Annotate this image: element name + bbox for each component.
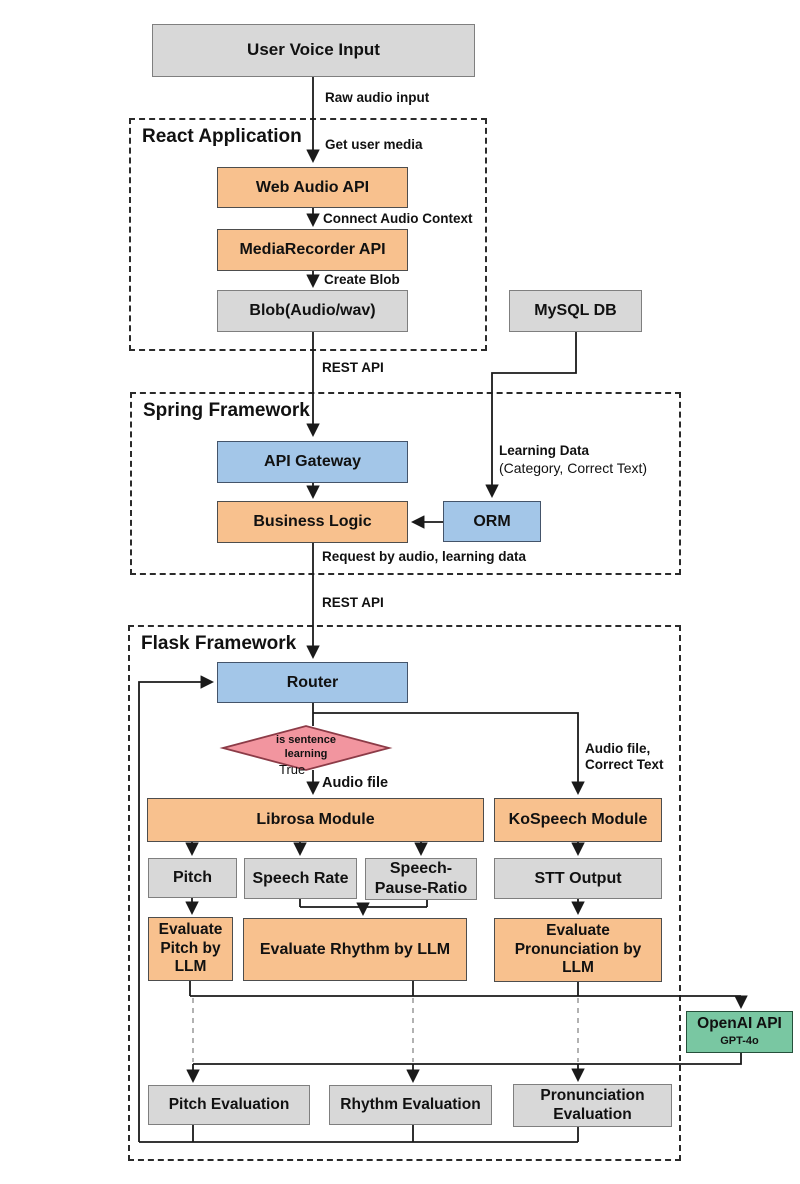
edge-router-to-kospeech	[313, 712, 585, 796]
node-pitch-evaluation: Pitch Evaluation	[148, 1085, 310, 1125]
label-audio-file: Audio file	[322, 775, 389, 791]
node-evaluate-pronunciation: Evaluate Pronunciation by LLM	[494, 918, 662, 982]
label-request-by-audio: Request by audio, learning data	[322, 549, 527, 564]
decision-diamond	[219, 725, 393, 771]
edge-results-to-bottom-bus	[139, 1125, 579, 1143]
node-orm: ORM	[443, 501, 541, 542]
edge-feedback-to-router	[138, 675, 215, 1142]
label-true: True	[279, 762, 306, 777]
label-learning-data-detail: (Category, Correct Text)	[499, 460, 648, 476]
edge-evaluates-to-openai-bus	[189, 981, 741, 997]
node-user-voice-input: User Voice Input	[152, 24, 475, 77]
label-raw-audio-input: Raw audio input	[325, 90, 430, 105]
node-business-logic: Business Logic	[217, 501, 408, 543]
decision-label: is sentence learning	[276, 734, 336, 760]
label-audio-file-correct-text: Audio file, Correct Text	[585, 741, 664, 772]
node-api-gateway: API Gateway	[217, 441, 408, 483]
node-evaluate-pitch: Evaluate Pitch by LLM	[148, 917, 233, 981]
node-web-audio-api: Web Audio API	[217, 167, 408, 208]
label-get-user-media: Get user media	[325, 137, 423, 152]
label-rest-api-mid: REST API	[322, 595, 384, 610]
node-librosa-module: Librosa Module	[147, 798, 484, 842]
edge-openai-return-bus	[193, 1053, 742, 1065]
node-evaluate-rhythm: Evaluate Rhythm by LLM	[243, 918, 467, 981]
node-speech-rate: Speech Rate	[244, 858, 357, 899]
spring-framework-container: Spring Framework	[130, 392, 681, 575]
node-stt-output: STT Output	[494, 858, 662, 899]
node-blob-audio-wav: Blob(Audio/wav)	[217, 290, 408, 332]
openai-api-label: OpenAI API	[697, 1015, 782, 1033]
node-openai-api: OpenAI API GPT-4o	[686, 1011, 793, 1053]
node-rhythm-evaluation: Rhythm Evaluation	[329, 1085, 492, 1125]
node-kospeech-module: KoSpeech Module	[494, 798, 662, 842]
node-speech-pause-ratio: Speech- Pause-Ratio	[365, 858, 477, 900]
react-application-container: React Application	[129, 118, 487, 351]
node-mediarecorder-api: MediaRecorder API	[217, 229, 408, 271]
node-pronunciation-evaluation: Pronunciation Evaluation	[513, 1084, 672, 1127]
react-application-title: React Application	[142, 126, 302, 147]
spring-framework-title: Spring Framework	[143, 400, 310, 421]
edge-mysql-to-orm	[485, 332, 577, 499]
label-connect-audio-context: Connect Audio Context	[323, 211, 473, 226]
flask-framework-title: Flask Framework	[141, 633, 297, 654]
label-rest-api-top: REST API	[322, 360, 384, 375]
label-create-blob: Create Blob	[324, 272, 400, 287]
label-learning-data-title: Learning Data	[499, 443, 590, 458]
edge-merge-bracket	[299, 899, 428, 908]
node-mysql-db: MySQL DB	[509, 290, 642, 332]
openai-model-label: GPT-4o	[720, 1035, 759, 1048]
flask-framework-container: Flask Framework	[128, 625, 681, 1161]
node-pitch: Pitch	[148, 858, 237, 898]
node-router: Router	[217, 662, 408, 703]
